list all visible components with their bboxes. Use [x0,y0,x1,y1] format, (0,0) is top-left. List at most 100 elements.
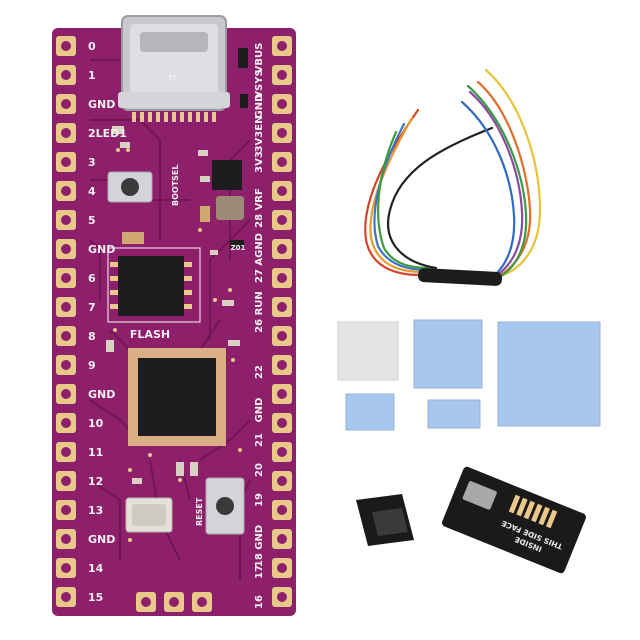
pad-hole [277,99,287,109]
pad-hole [277,128,287,138]
usb-label: TI [168,74,175,82]
reset-label: RESET [195,497,204,526]
left-pin-label: 3 [88,156,96,169]
left-pin-label: 5 [88,214,96,227]
pad-hole [61,360,71,370]
right-pin-label: GND [254,398,265,423]
left-pin-label: 14 [88,562,104,575]
left-pin-label: GND [88,533,115,546]
reset-button [205,477,245,535]
pad-hole [61,41,71,51]
left-pin-label: 12 [88,475,103,488]
left-pin-label: GND [88,243,115,256]
right-pad-column [272,36,292,607]
pad-hole [277,476,287,486]
pad-hole [61,505,71,515]
right-pin-label: 16 [254,595,265,609]
left-pin-label: 4 [88,185,96,198]
heat-shrink-sleeve [417,268,503,286]
pad-hole [277,592,287,602]
thermal-pad-blue-large [497,321,601,427]
pad-hole [61,244,71,254]
sd-adapter-card [442,466,586,574]
thermal-pad-blue-small-left [345,393,395,431]
pad-hole [61,273,71,283]
pad-hole [277,157,287,167]
left-pin-label: GND [88,98,115,111]
right-pin-label: 3V3EN [254,116,265,153]
wire-bundle [364,68,542,284]
pad-hole [61,215,71,225]
thermal-pads [337,319,601,431]
pad-hole [61,418,71,428]
left-pin-label: 10 [88,417,104,430]
pad-hole [61,99,71,109]
pad-hole [277,70,287,80]
pad-hole [277,273,287,283]
right-pin-label: 27 AGND [254,233,265,283]
pad-hole [277,563,287,573]
pad-hole [277,418,287,428]
pad-hole [277,505,287,515]
chip-label: Z01 [231,244,246,252]
left-pin-label: 1 [88,69,96,82]
right-pin-label: GND [254,94,265,119]
pad-hole [61,563,71,573]
left-pin-label: 6 [88,272,96,285]
right-pin-label: VSYS [254,69,265,98]
left-pad-column [56,36,76,607]
pad-hole [277,186,287,196]
pad-hole [61,476,71,486]
smd-components [106,48,248,484]
flash-label: FLASH [130,328,170,341]
usb-pins [132,112,216,122]
left-pin-label: 8 [88,330,96,343]
left-pin-label: 2LED1 [88,127,127,140]
right-pin-label: 3V3 [254,151,265,173]
pad-hole [61,389,71,399]
pad-hole [277,389,287,399]
microcontroller-board: TI [52,15,296,616]
pad-hole [277,534,287,544]
pad-hole [277,302,287,312]
black-clip [356,494,414,546]
right-pin-label: 26 RUN [254,291,265,333]
flash-cap [122,232,144,244]
bottom-pads [136,592,212,612]
pad-hole [61,592,71,602]
pad-hole [61,302,71,312]
flash-chip [107,247,201,323]
pad-hole [277,41,287,51]
right-pin-label: VBUS [254,43,265,74]
bootsel-label: BOOTSEL [171,165,180,206]
right-pin-label: 18 GND [254,525,265,567]
pad-hole [277,215,287,225]
crystal-oscillator [125,497,173,533]
right-pin-label: 19 [254,493,265,507]
thermal-pad-blue-medium [413,319,483,389]
pad-hole [61,186,71,196]
usb-c-connector [118,15,230,111]
right-pin-label: 17 [254,565,265,579]
thermal-pad-grey [337,321,399,381]
pad-hole [61,447,71,457]
pad-hole [277,447,287,457]
left-pin-label: 15 [88,591,103,604]
pad-hole [61,128,71,138]
pad-hole [277,360,287,370]
pad-hole [277,244,287,254]
left-pin-label: 13 [88,504,103,517]
pad-hole [61,331,71,341]
left-pin-label: 0 [88,40,96,53]
left-pin-label: 11 [88,446,103,459]
left-pin-label: 9 [88,359,96,372]
pad-hole [61,534,71,544]
bootsel-button [107,171,153,203]
right-pin-label: 20 [254,463,265,477]
main-mcu-chip [128,348,226,446]
regulator-chip [212,160,244,220]
pad-hole [277,331,287,341]
